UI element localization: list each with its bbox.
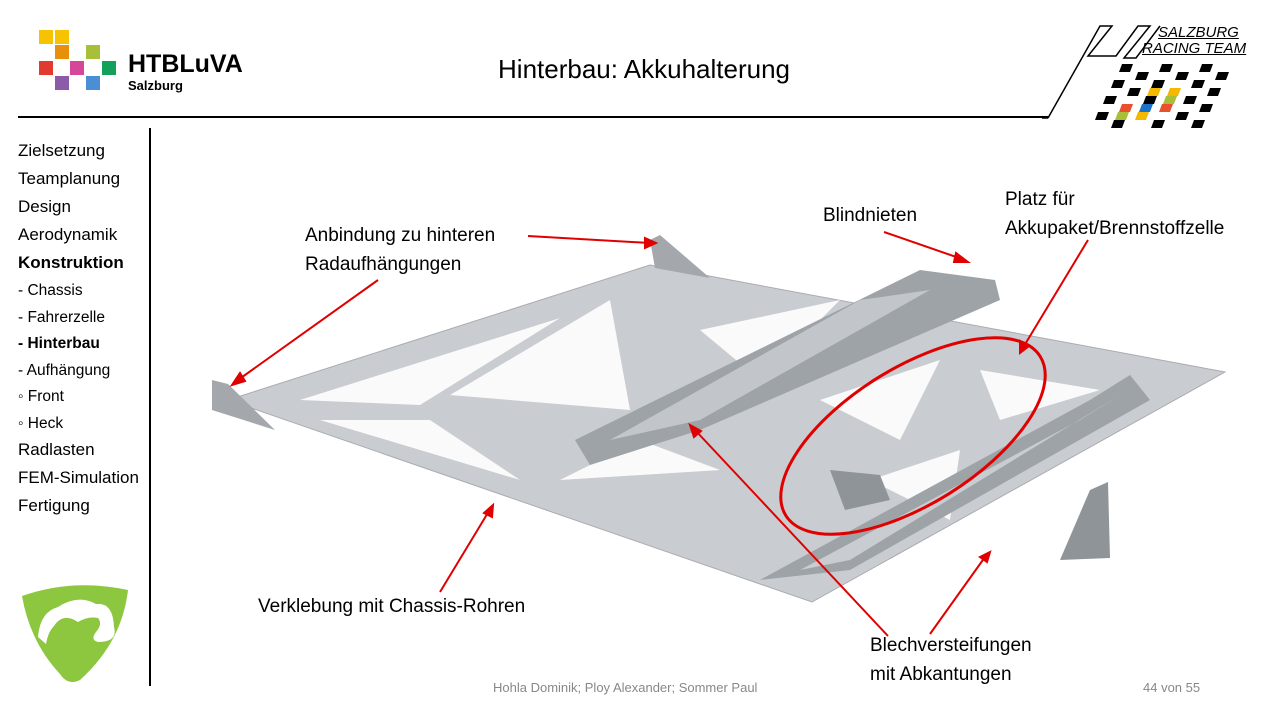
checker-square (1115, 112, 1129, 120)
label-anbindung-line2: Radaufhängungen (305, 254, 462, 275)
label-verklebung: Verklebung mit Chassis-Rohren (258, 596, 526, 617)
team-logo: SALZBURG RACING TEAM (1040, 20, 1280, 130)
label-blech-line2: mit Abkantungen (870, 664, 1012, 685)
checker-square (1199, 104, 1213, 112)
checker-square (1159, 104, 1173, 112)
checker-square (1175, 112, 1189, 120)
footer-authors: Hohla Dominik; Ploy Alexander; Sommer Pa… (493, 680, 758, 695)
checker-square (1119, 104, 1133, 112)
label-platz: Platz für Akkupaket/Brennstoffzelle (1005, 185, 1224, 243)
header-divider (18, 116, 1048, 118)
checker-square (1111, 80, 1125, 88)
nav-item-fem-simulation[interactable]: FEM-Simulation (18, 468, 139, 487)
nav-item-front[interactable]: ◦ Front (18, 388, 64, 405)
checker-square (1147, 88, 1161, 96)
nav-item-aufhaengung[interactable]: - Aufhängung (18, 361, 111, 379)
checker-square (1199, 64, 1213, 72)
checker-square (1103, 96, 1117, 104)
label-platz-line1: Platz für (1005, 189, 1075, 210)
checker-square (1191, 120, 1205, 128)
checker-square (1163, 96, 1177, 104)
nav-item-heck[interactable]: ◦ Heck (18, 414, 64, 432)
school-logo-name: HTBLuVA (128, 50, 243, 78)
nav-item-hinterbau[interactable]: - Hinterbau (18, 335, 100, 352)
scorpion-logo (18, 582, 133, 684)
checker-square (1135, 72, 1149, 80)
label-anbindung-line1: Anbindung zu hinteren (305, 225, 496, 246)
team-logo-line2: RACING TEAM (1142, 40, 1247, 57)
checker-square (1151, 120, 1165, 128)
nav-item-fahrerzelle[interactable]: - Fahrerzelle (18, 308, 105, 326)
label-blech-line1: Blechversteifungen (870, 635, 1032, 656)
checker-square (1135, 112, 1149, 120)
school-logo-subtitle: Salzburg (128, 78, 183, 93)
checker-square (1127, 88, 1141, 96)
checker-square (1183, 96, 1197, 104)
checker-square (1167, 88, 1181, 96)
nav-item-radlasten[interactable]: Radlasten (18, 440, 95, 459)
school-logo: HTBLuVA Salzburg (38, 28, 248, 94)
checker-square (1151, 80, 1165, 88)
nav-item-aerodynamik[interactable]: Aerodynamik (18, 225, 118, 244)
nav-item-teamplanung[interactable]: Teamplanung (18, 169, 121, 188)
checker-square (1159, 64, 1173, 72)
label-platz-line2: Akkupaket/Brennstoffzelle (1005, 218, 1225, 239)
sidebar-nav: Zielsetzung Teamplanung Design Aerodynam… (18, 139, 139, 522)
label-anbindung: Anbindung zu hinteren Radaufhängungen (305, 221, 495, 279)
checker-square (1175, 72, 1189, 80)
sheet-metal-part (212, 235, 1227, 603)
nav-item-fertigung[interactable]: Fertigung (18, 496, 90, 515)
label-blechversteifungen: Blechversteifungen mit Abkantungen (870, 631, 1032, 689)
nav-item-konstruktion[interactable]: Konstruktion (18, 253, 124, 272)
checker-square (1207, 88, 1221, 96)
checker-square (1143, 96, 1157, 104)
nav-item-zielsetzung[interactable]: Zielsetzung (18, 141, 105, 160)
nav-item-design[interactable]: Design (18, 197, 71, 216)
checker-square (1095, 112, 1109, 120)
nav-item-chassis[interactable]: - Chassis (18, 282, 83, 299)
checker-square (1191, 80, 1205, 88)
sidebar-divider (149, 128, 151, 686)
team-logo-line1: SALZBURG (1158, 24, 1239, 41)
page-title: Hinterbau: Akkuhalterung (498, 54, 790, 84)
checker-square (1215, 72, 1229, 80)
checker-square (1139, 104, 1153, 112)
label-blindnieten: Blindnieten (823, 205, 918, 226)
annotation-arrows (229, 231, 1089, 637)
checker-square (1119, 64, 1133, 72)
checker-square (1111, 120, 1125, 128)
page-number: 44 von 55 (1143, 680, 1201, 695)
